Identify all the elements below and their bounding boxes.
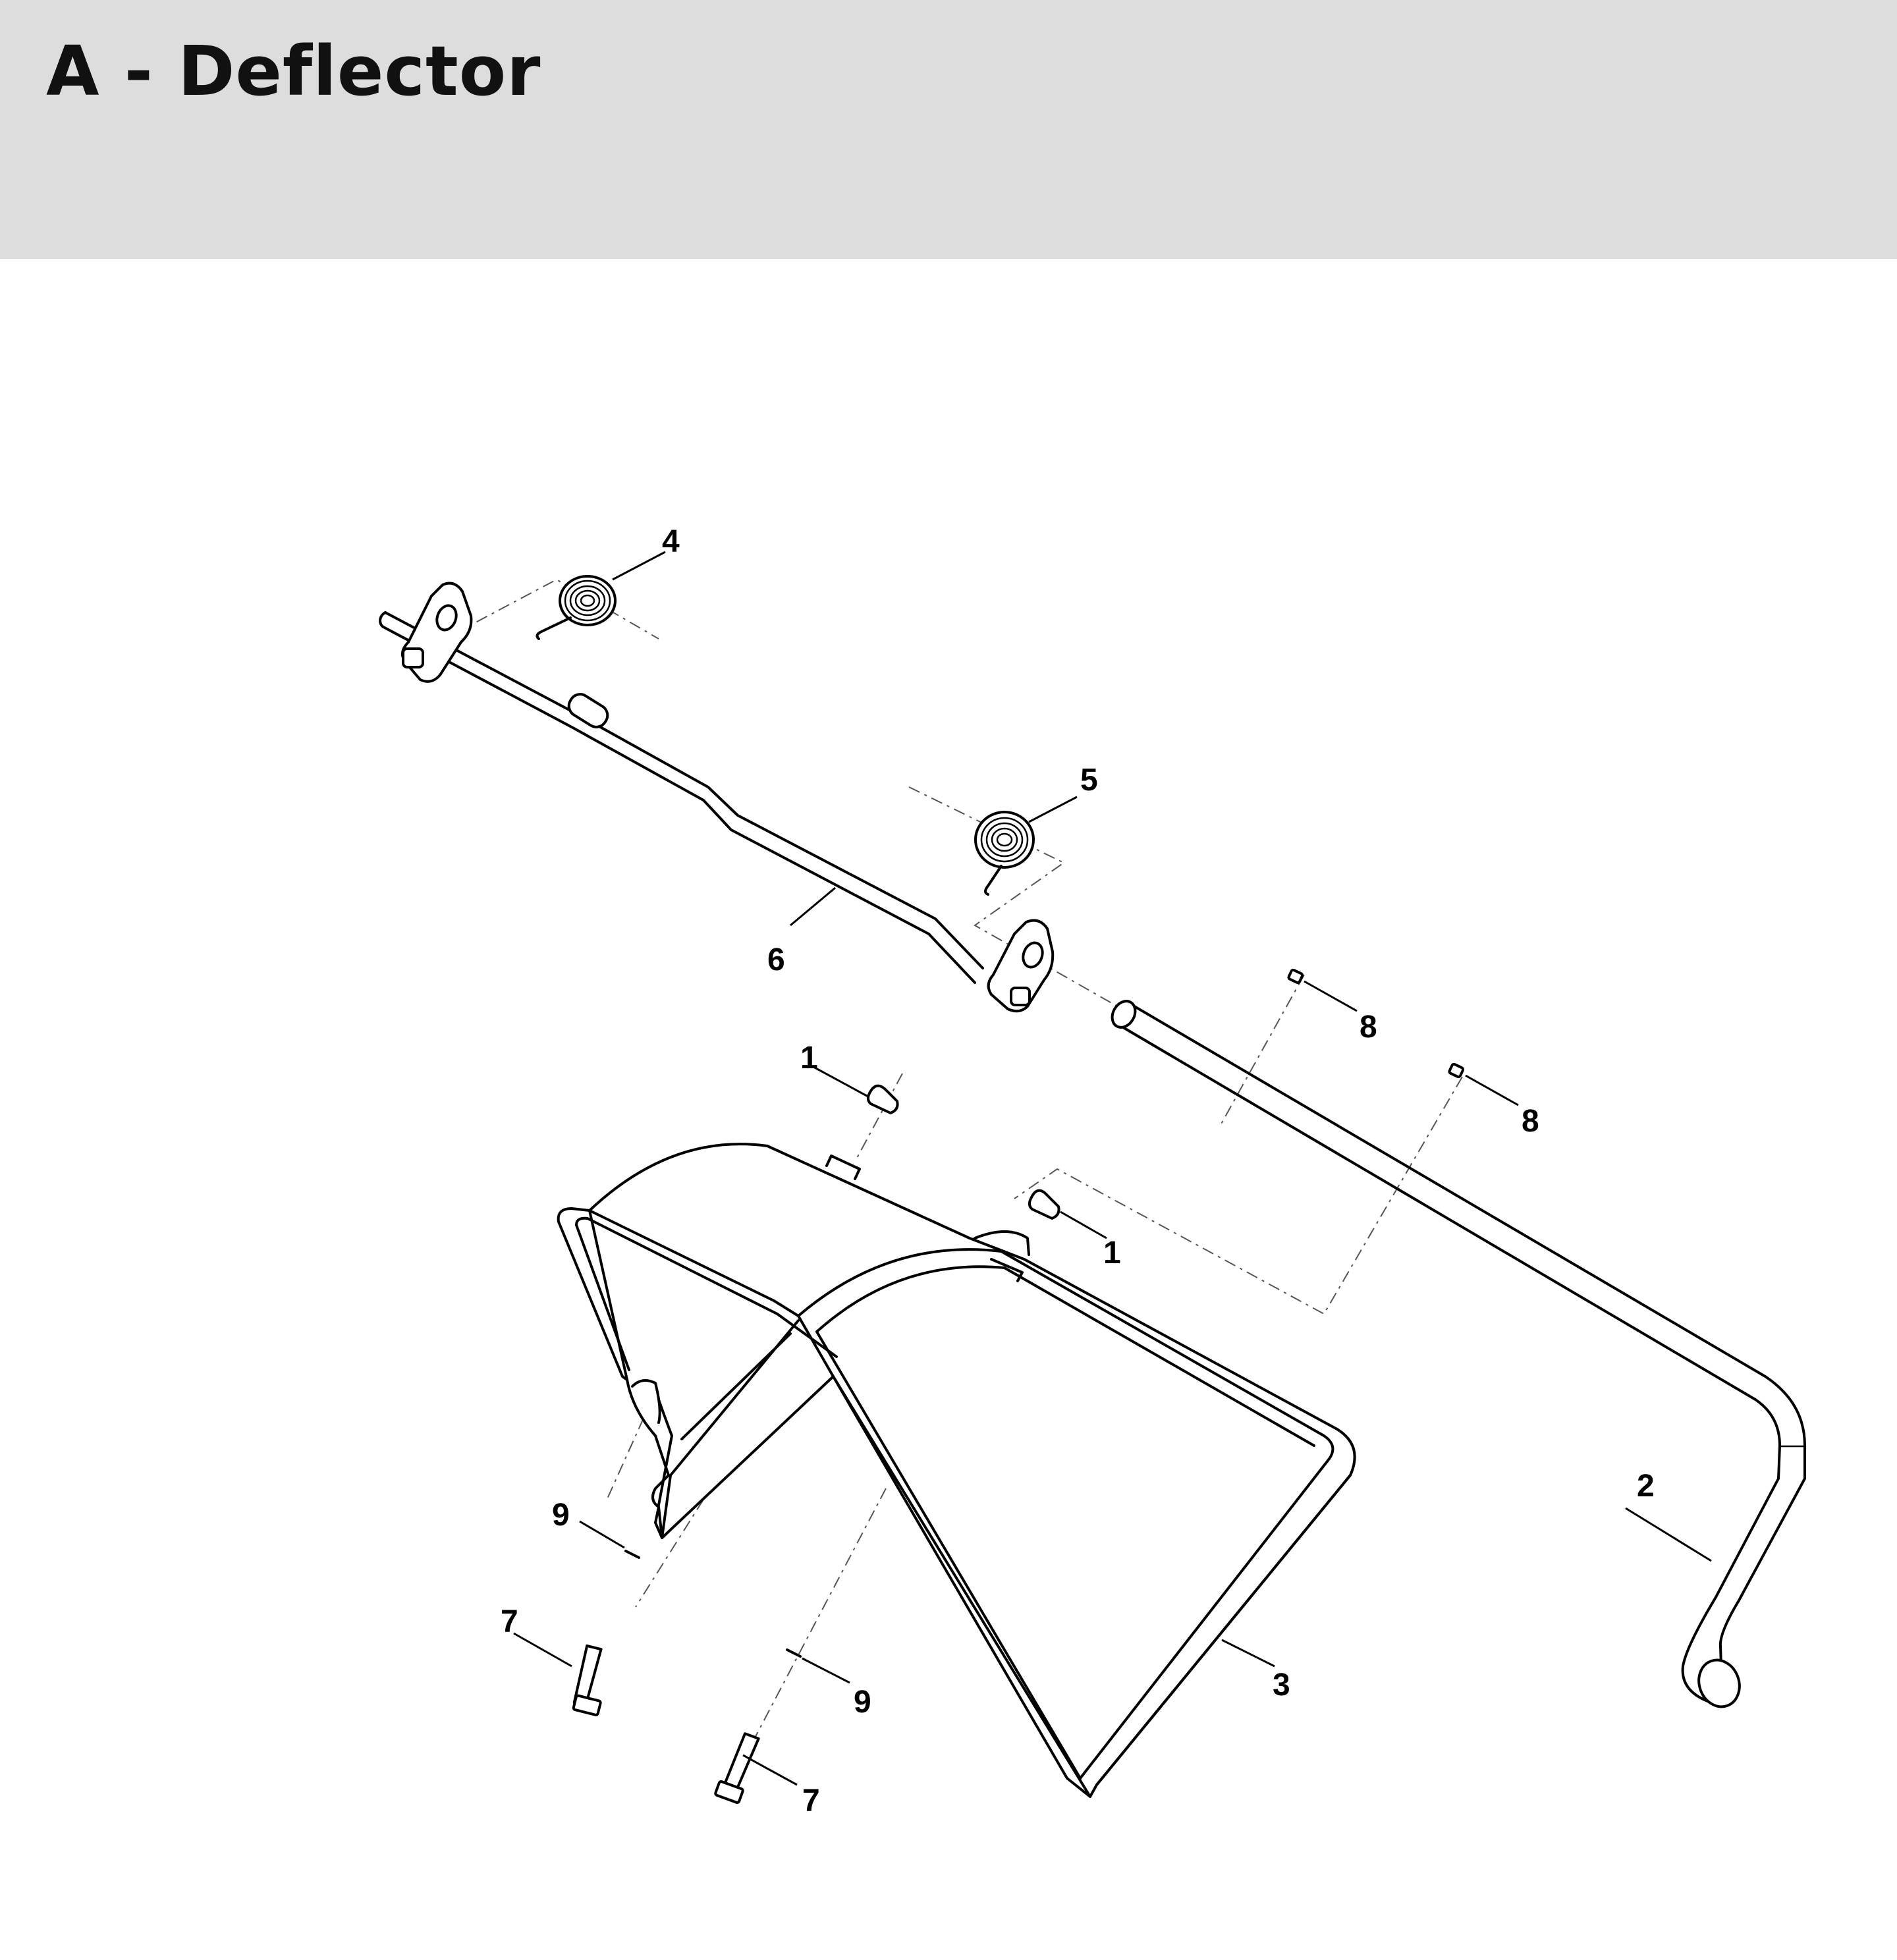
deflector-flap-part-3[interactable] <box>557 1143 1356 1798</box>
spring-part-4[interactable] <box>536 551 666 640</box>
caps-part-8[interactable] <box>1287 968 1519 1106</box>
callout-4: 4 <box>662 524 680 559</box>
axle-shaft-part-2[interactable] <box>1108 997 1806 1712</box>
callout-8a: 8 <box>1360 1010 1377 1045</box>
exploded-parts-diagram: 4 5 6 8 8 1 1 2 3 9 9 7 7 <box>379 524 1806 1818</box>
clips-part-1[interactable] <box>813 1066 1107 1239</box>
washers-part-9[interactable] <box>579 1520 850 1684</box>
callout-5: 5 <box>1080 763 1098 798</box>
callout-8b: 8 <box>1522 1104 1539 1139</box>
callout-6: 6 <box>767 942 785 977</box>
bolts-part-7[interactable] <box>513 1632 798 1804</box>
header-bar: A - Deflector <box>0 0 1897 259</box>
callout-7b: 7 <box>802 1783 820 1818</box>
callout-3: 3 <box>1273 1668 1290 1702</box>
callout-9a: 9 <box>552 1498 570 1533</box>
callout-1b: 1 <box>1103 1236 1121 1270</box>
rod-part-6[interactable] <box>379 582 1055 1013</box>
page-title: A - Deflector <box>46 31 541 111</box>
callout-labels: 4 5 6 8 8 1 1 2 3 9 9 7 7 <box>501 524 1655 1818</box>
callout-7a: 7 <box>501 1604 518 1639</box>
callout-2: 2 <box>1637 1469 1655 1504</box>
callout-1a: 1 <box>800 1041 818 1075</box>
spring-part-5[interactable] <box>974 796 1078 896</box>
callout-9b: 9 <box>854 1685 871 1720</box>
